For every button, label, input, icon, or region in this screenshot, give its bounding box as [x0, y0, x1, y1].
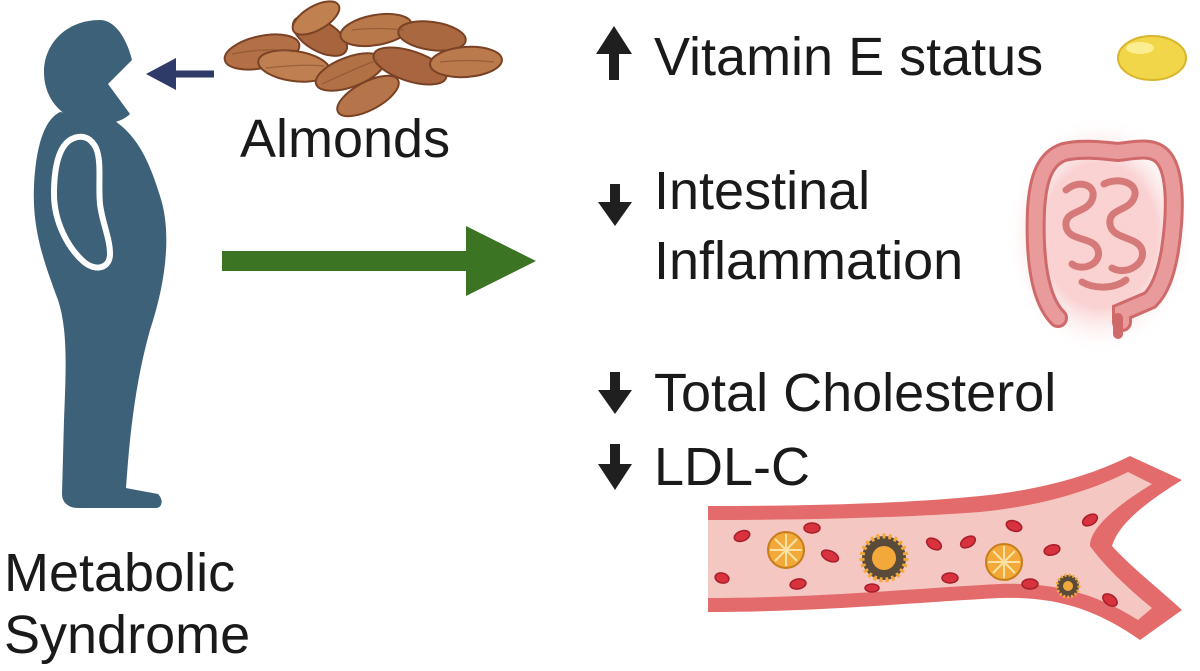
lipoprotein-particle-icon [985, 543, 1023, 581]
condition-label-line1: Metabolic [4, 543, 236, 603]
condition-label-line2: Syndrome [4, 605, 251, 665]
up-arrow-icon [596, 26, 632, 80]
outcome-inflammation-line1: Intestinal [654, 161, 871, 221]
down-arrow-icon [598, 184, 632, 226]
down-arrow-icon [598, 444, 632, 490]
outcome-vitamin-e: Vitamin E status [654, 27, 1044, 87]
lipoprotein-particle-icon [767, 531, 805, 569]
outcome-inflammation-line2: Inflammation [654, 231, 964, 291]
outcome-total-cholesterol: Total Cholesterol [654, 363, 1057, 423]
lipoprotein-particle-icon [1055, 573, 1081, 599]
food-label: Almonds [240, 109, 451, 169]
lipoprotein-particle-icon [859, 533, 909, 583]
outcome-ldl-c: LDL-C [654, 437, 811, 497]
down-arrow-icon [598, 372, 632, 414]
